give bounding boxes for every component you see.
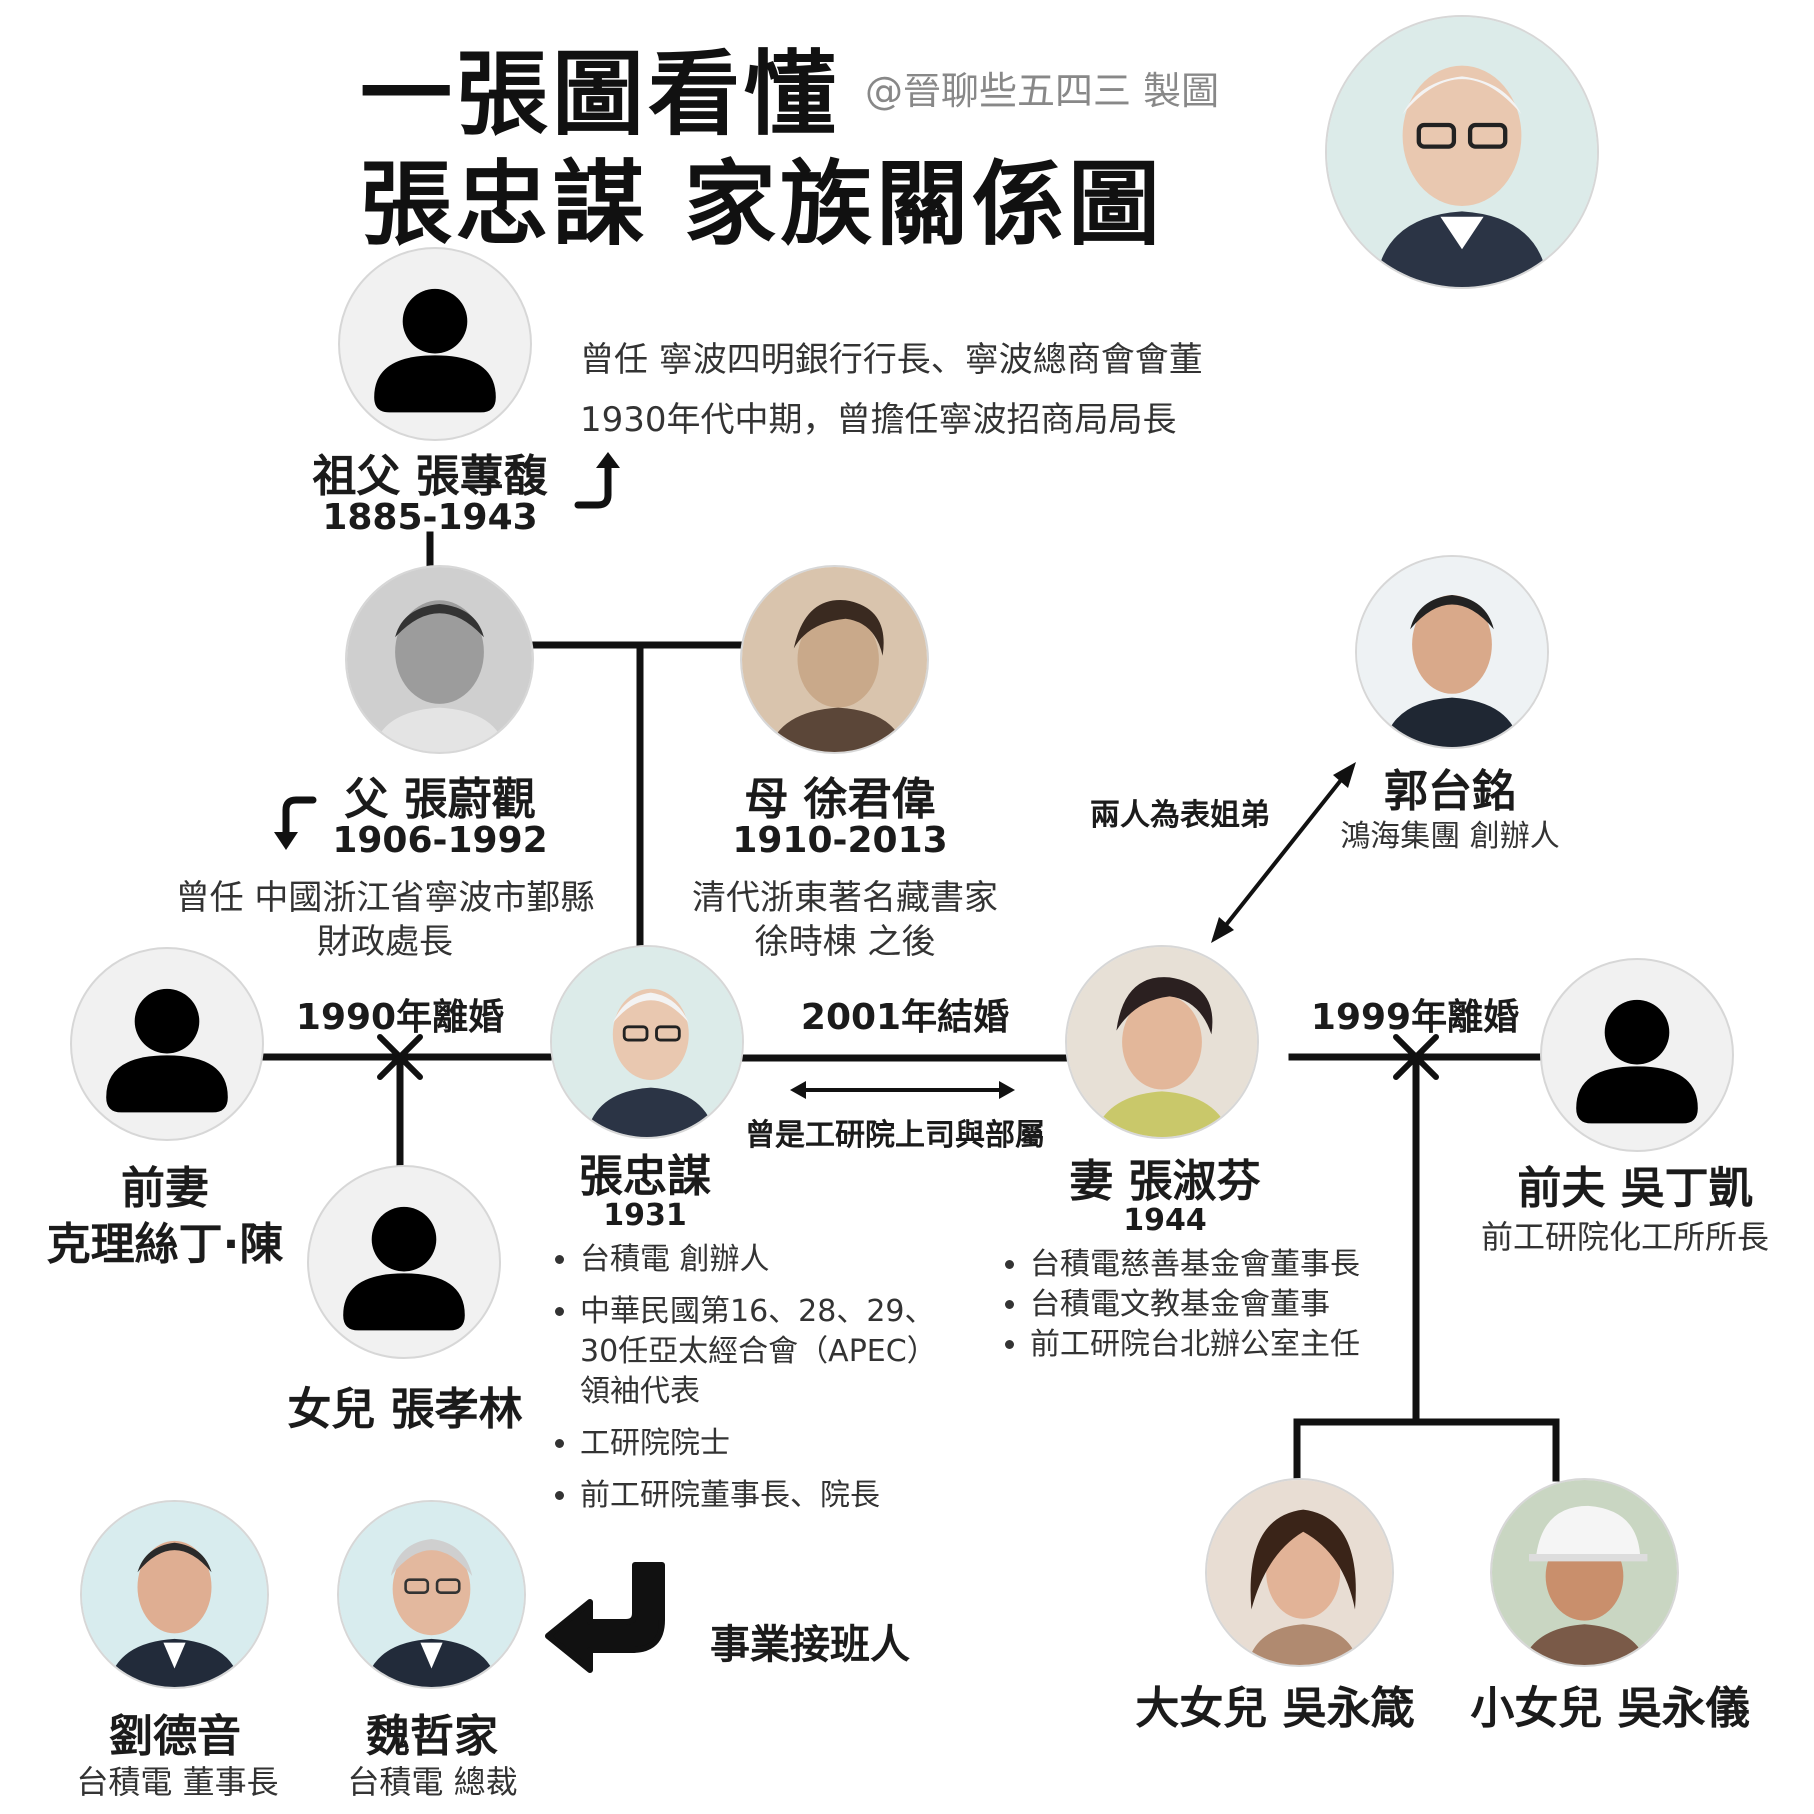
wife-year: 1944 — [1123, 1203, 1207, 1238]
grandfather-years: 1885-1943 — [322, 497, 538, 538]
portrait-mother — [740, 565, 929, 754]
portrait-father — [345, 565, 534, 754]
list-item: 台積電慈善基金會董事長 — [1030, 1245, 1360, 1285]
person-photo-icon — [347, 567, 532, 752]
mother-name: 母 徐君偉 — [744, 774, 936, 825]
wei-role: 台積電 總裁 — [347, 1763, 518, 1801]
person-silhouette-icon — [374, 288, 496, 413]
portrait-elder-daughter — [1205, 1478, 1394, 1667]
list-item: 前工研院台北辦公室主任 — [1030, 1325, 1360, 1365]
ex-husband-role: 前工研院化工所所長 — [1480, 1218, 1769, 1256]
elder-daughter-name: 大女兒 吳永箴 — [1135, 1683, 1415, 1734]
relation-divorce-1999: 1999年離婚 — [1310, 997, 1520, 1038]
person-silhouette-icon — [1576, 999, 1698, 1124]
person-photo-icon — [82, 1502, 267, 1687]
guo-role: 鴻海集團 創辦人 — [1340, 819, 1560, 854]
portrait-wei-zhejia — [337, 1500, 526, 1689]
relation-divorce-1990: 1990年離婚 — [295, 997, 505, 1038]
mother-years: 1910-2013 — [732, 820, 948, 861]
younger-daughter-name: 小女兒 吳永儀 — [1470, 1683, 1750, 1734]
credit-text: @晉聊些五四三 製圖 — [865, 69, 1220, 113]
wei-name: 魏哲家 — [366, 1711, 498, 1762]
portrait-younger-daughter — [1490, 1478, 1679, 1667]
grandfather-notes: 曾任 寧波四明銀行行長、寧波總商會會董 1930年代中期，曾擔任寧波招商局局長 — [580, 340, 1203, 440]
father-notes: 曾任 中國浙江省寧波市鄞縣 財政處長 — [175, 878, 595, 962]
relation-colleagues: 曾是工研院上司與部屬 — [745, 1118, 1045, 1153]
person-photo-icon — [742, 567, 927, 752]
double-arrow-cousins-icon — [1220, 773, 1347, 932]
person-photo-icon — [339, 1502, 524, 1687]
person-photo-icon — [552, 947, 742, 1137]
relation-marriage-2001: 2001年結婚 — [800, 997, 1010, 1038]
mother-notes: 清代浙東著名藏書家 徐時棟 之後 — [692, 878, 998, 962]
portrait-daughter — [307, 1165, 501, 1359]
father-name: 父 張蔚觀 — [344, 774, 536, 825]
morris-name: 張忠謀 — [579, 1151, 711, 1202]
morris-roles-list: 台積電 創辦人 中華民國第16、28、29、30任亞太經合會（APEC）領袖代表… — [540, 1240, 937, 1528]
portrait-liu-deyin — [80, 1500, 269, 1689]
person-photo-icon — [1207, 1480, 1392, 1665]
portrait-morris-chang — [550, 945, 744, 1139]
person-silhouette-icon — [343, 1206, 465, 1331]
list-item: 前工研院董事長、院長 — [580, 1476, 937, 1516]
relation-cousins: 兩人為表姐弟 — [1090, 798, 1270, 833]
person-photo-icon — [1492, 1480, 1677, 1665]
person-silhouette-icon — [106, 988, 228, 1113]
successors-label: 事業接班人 — [710, 1622, 910, 1668]
father-years: 1906-1992 — [332, 820, 548, 861]
ex-wife-name-line2: 克理絲丁·陳 — [46, 1219, 284, 1270]
ex-husband-name: 前夫 吳丁凱 — [1517, 1163, 1753, 1214]
list-item: 中華民國第16、28、29、30任亞太經合會（APEC）領袖代表 — [580, 1292, 937, 1412]
portrait-terry-gou — [1355, 555, 1549, 749]
wife-name: 妻 張淑芬 — [1069, 1156, 1261, 1207]
liu-name: 劉德音 — [109, 1711, 241, 1762]
arrow-down-icon — [282, 796, 317, 839]
wife-roles-list: 台積電慈善基金會董事長 台積電文教基金會董事 前工研院台北辦公室主任 — [990, 1245, 1360, 1365]
successor-arrow-icon — [545, 1562, 665, 1673]
portrait-grandfather — [338, 247, 532, 441]
portrait-ex-husband — [1540, 958, 1734, 1152]
list-item: 台積電 創辦人 — [580, 1240, 937, 1280]
daughter-name: 女兒 張孝林 — [287, 1384, 523, 1435]
portrait-morris-chang-top — [1325, 15, 1599, 289]
list-item: 台積電文教基金會董事 — [1030, 1285, 1360, 1325]
guo-name: 郭台銘 — [1384, 766, 1516, 817]
grandfather-name: 祖父 張蓴馥 — [312, 451, 548, 502]
morris-year: 1931 — [603, 1198, 687, 1233]
person-photo-icon — [1067, 947, 1257, 1137]
liu-role: 台積電 董事長 — [76, 1763, 279, 1801]
page-title-line1: 一張圖看懂 — [360, 41, 841, 148]
person-photo-icon — [1327, 17, 1597, 287]
page-title-line2: 張忠謀 家族關係圖 — [360, 151, 1165, 258]
ex-wife-name-line1: 前妻 — [121, 1163, 209, 1214]
arrow-up-icon — [574, 461, 612, 509]
person-photo-icon — [1357, 557, 1547, 747]
portrait-wife — [1065, 945, 1259, 1139]
portrait-ex-wife — [70, 947, 264, 1141]
list-item: 工研院院士 — [580, 1424, 937, 1464]
